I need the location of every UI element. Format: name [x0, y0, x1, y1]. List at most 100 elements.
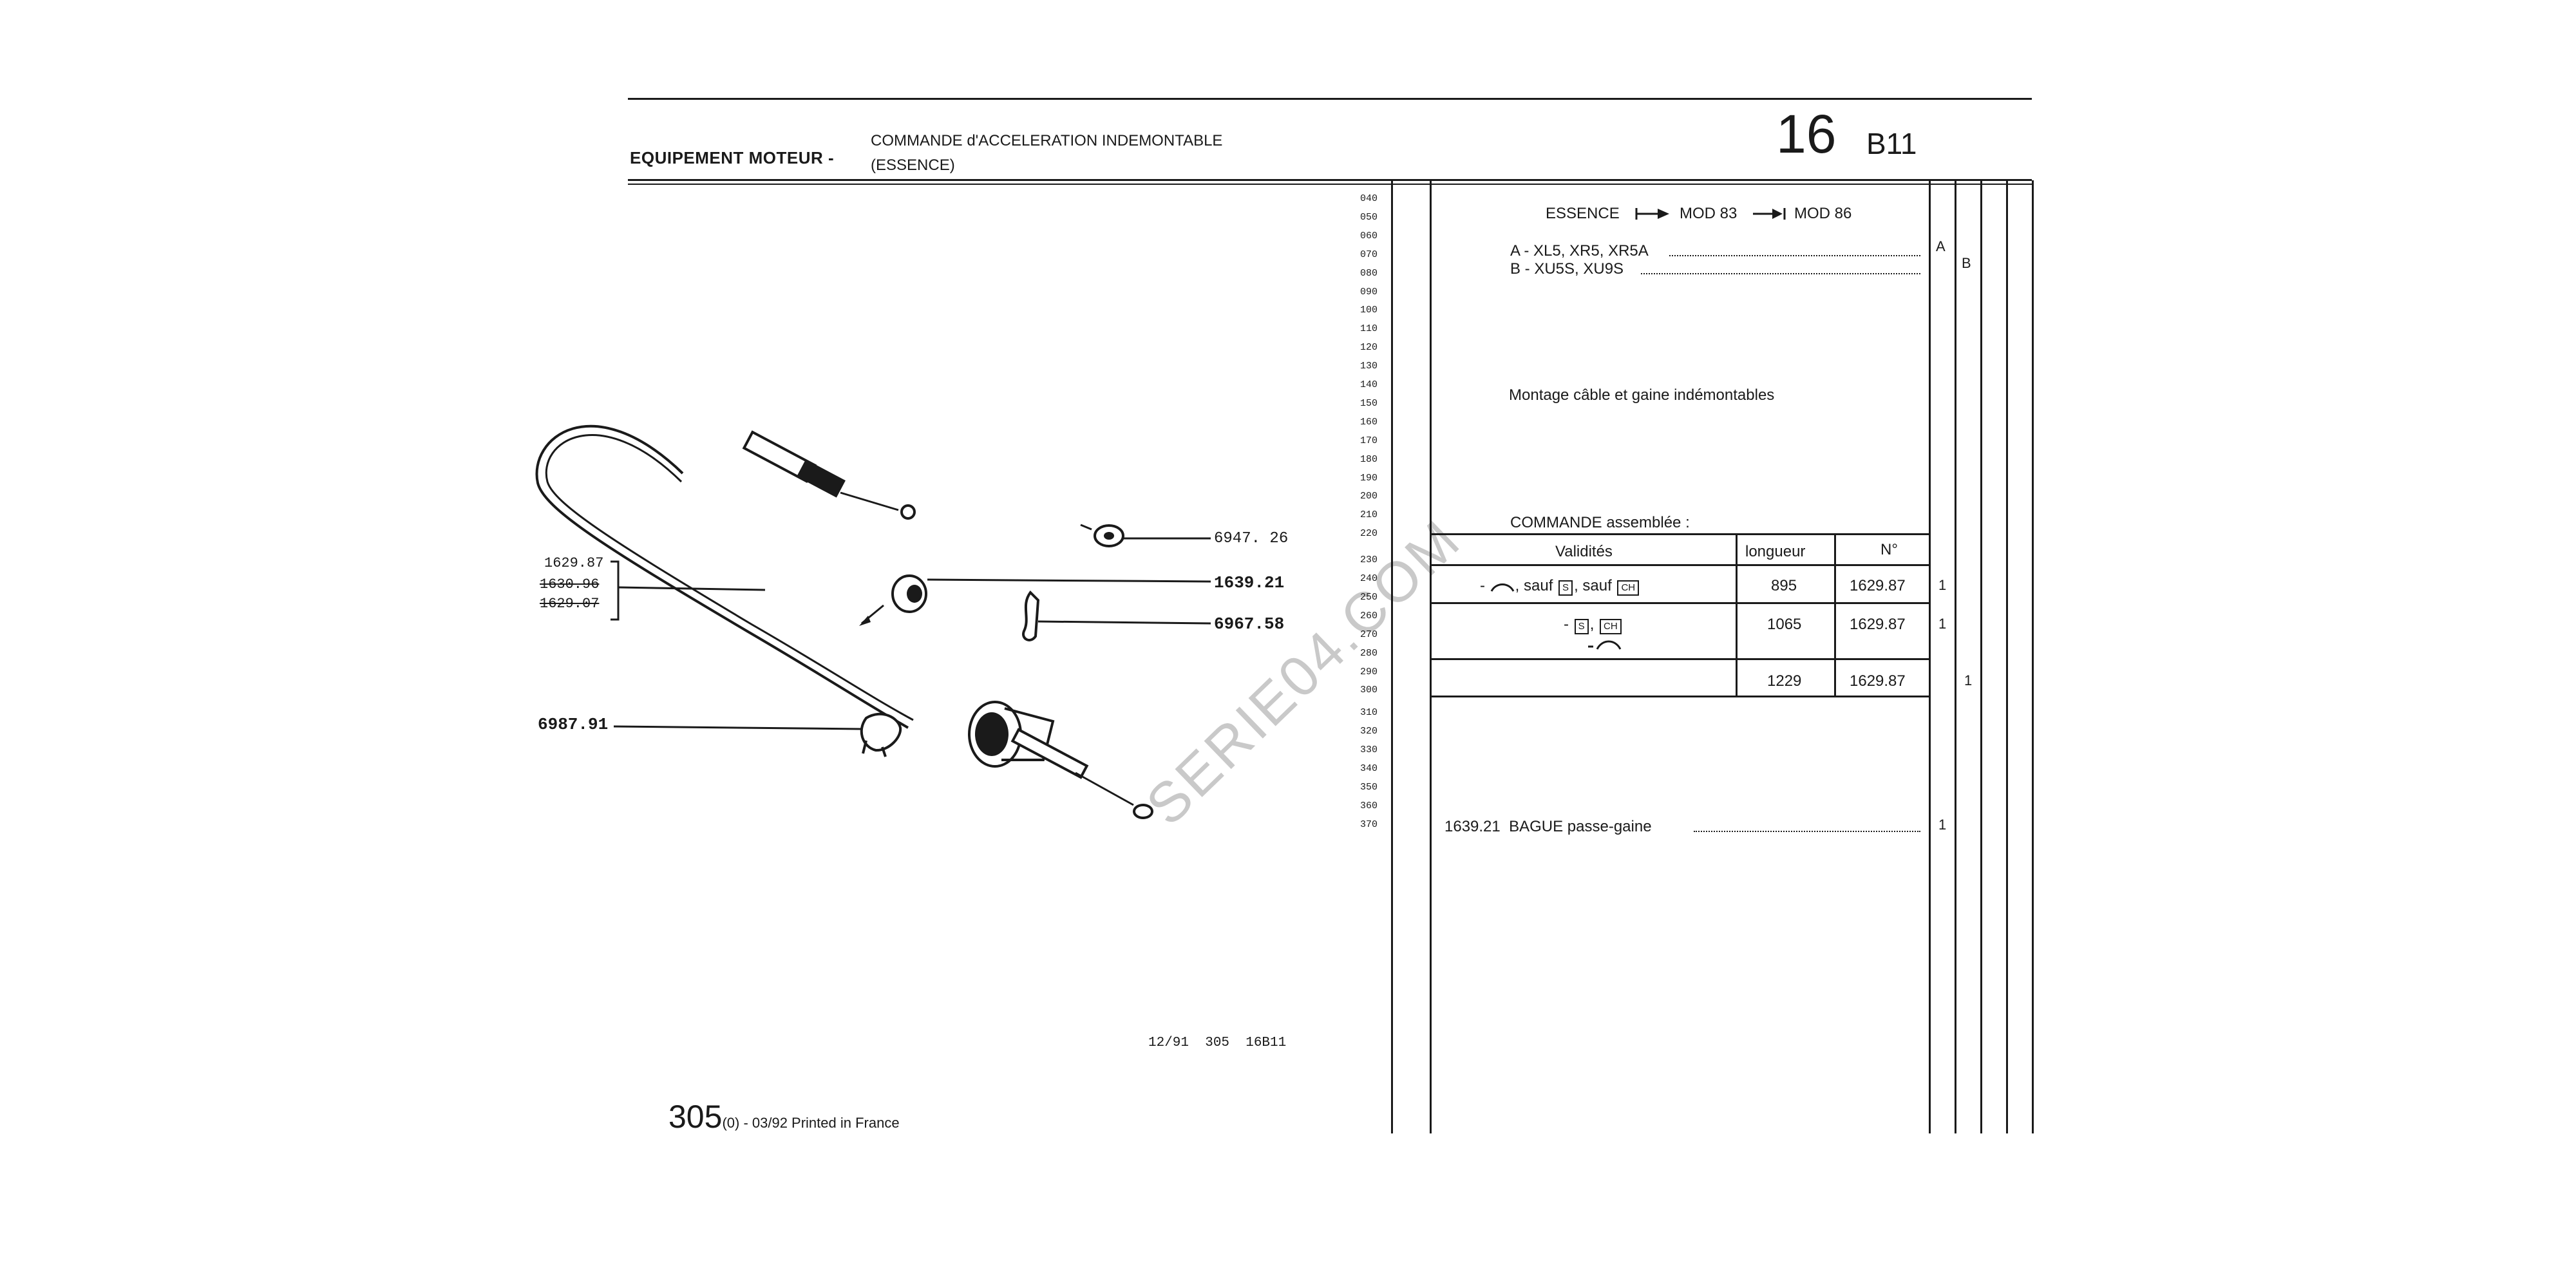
line-number: 110 [1360, 323, 1378, 335]
group-number: 16 [1776, 104, 1837, 164]
leader-6967 [1037, 620, 1211, 625]
row1-box-s: S [1558, 580, 1573, 596]
row1-sauf2: , sauf [1574, 577, 1612, 594]
line-number: 280 [1360, 647, 1378, 659]
qty-rule-3 [1980, 180, 1982, 1133]
clip-6967 [1022, 590, 1040, 641]
row2-box-s: S [1574, 619, 1589, 634]
arrow-to-icon [1753, 208, 1786, 220]
variant-b: B - XU5S, XU9S [1510, 260, 1624, 278]
bague-qty: 1 [1938, 817, 1947, 833]
upper-inner-cable [840, 491, 899, 511]
table-header-validites: Validités [1555, 543, 1613, 560]
column-b-header: B [1962, 255, 1971, 271]
line-number: 220 [1360, 528, 1378, 540]
line-number: 040 [1360, 193, 1378, 204]
commande-heading: COMMANDE assemblée : [1510, 514, 1690, 531]
header-section: EQUIPEMENT MOTEUR - [630, 148, 835, 167]
table-row-3-no: 1629.87 [1850, 672, 1906, 690]
table-header-longueur: longueur [1745, 543, 1806, 560]
table-header-no: N° [1880, 541, 1898, 558]
table-row3-rule [1431, 696, 1929, 697]
line-number: 090 [1360, 286, 1378, 298]
diagram-footer-code: 12/91 305 16B11 [1148, 1036, 1287, 1050]
cable-sheath [535, 424, 909, 729]
header-top-rule [628, 98, 2032, 100]
table-col-rule-2 [1834, 533, 1836, 697]
clamp-6987 [860, 712, 902, 752]
line-number: 170 [1360, 435, 1378, 446]
leader-bracket [618, 586, 766, 591]
qty-rule-4 [2006, 180, 2008, 1133]
line-number: 080 [1360, 267, 1378, 279]
line-number: 250 [1360, 591, 1378, 603]
mod-to: MOD 86 [1794, 205, 1852, 222]
line-number: 370 [1360, 819, 1378, 830]
variant-a: A - XL5, XR5, XR5A [1510, 242, 1649, 260]
linenum-rule-left [1391, 180, 1393, 1133]
line-number: 270 [1360, 629, 1378, 640]
row2-sep: , [1589, 616, 1595, 633]
bracket-label-a: 1629.87 [544, 555, 604, 571]
table-row-3-longueur: 1229 [1767, 672, 1802, 690]
line-number: 300 [1360, 685, 1378, 696]
bague-item: 1639.21 BAGUE passe-gaine [1444, 818, 1652, 835]
line-number: 230 [1360, 554, 1378, 566]
table-row-2-longueur: 1065 [1767, 616, 1802, 633]
line-number: 180 [1360, 453, 1378, 465]
line-number: 130 [1360, 361, 1378, 372]
line-number: 320 [1360, 726, 1378, 737]
table-row-2-no: 1629.87 [1850, 616, 1906, 633]
row2-prefix: - [1564, 616, 1569, 633]
row1-box-ch: CH [1617, 580, 1640, 596]
header-bottom-rule [628, 179, 2032, 181]
row2-box-ch: CH [1600, 619, 1622, 634]
line-number: 100 [1360, 305, 1378, 316]
page-footer-text: (0) - 03/92 Printed in France [722, 1115, 900, 1131]
line-number: 210 [1360, 509, 1378, 521]
ref-label-6947: 6947. 26 [1214, 530, 1289, 547]
table-row-1-no: 1629.87 [1850, 577, 1906, 594]
line-number: 190 [1360, 472, 1378, 484]
lower-adjuster-clip [1001, 707, 1055, 761]
arc-icon [1490, 583, 1515, 592]
row1-sauf1: , sauf [1515, 577, 1553, 594]
line-number: 360 [1360, 800, 1378, 811]
essence-label: ESSENCE [1546, 205, 1620, 222]
line-number: 340 [1360, 763, 1378, 774]
qty-rule-1 [1929, 180, 1931, 1133]
row1-prefix: - [1480, 577, 1485, 594]
bracket-label-c: 1629.07 [540, 596, 600, 612]
lower-adjuster-face [975, 712, 1009, 756]
table-row1-rule [1431, 602, 1929, 604]
table-col-rule-1 [1736, 533, 1738, 697]
lower-cable-nipple [1133, 804, 1153, 819]
line-number: 120 [1360, 342, 1378, 354]
bague-leader [1694, 831, 1920, 832]
table-top-rule [1431, 533, 1929, 535]
ref-label-6967: 6967.58 [1214, 614, 1285, 634]
montage-note: Montage câble et gaine indémontables [1509, 386, 1775, 404]
line-number: 350 [1360, 781, 1378, 793]
table-row-1-longueur: 895 [1771, 577, 1797, 594]
variant-b-leader [1641, 273, 1920, 274]
line-number: 160 [1360, 416, 1378, 428]
line-number: 150 [1360, 397, 1378, 409]
ref-label-1639: 1639.21 [1214, 573, 1285, 592]
upper-end-collar [797, 459, 846, 498]
table-row-3-qty-b: 1 [1964, 672, 1973, 688]
cable-sheath-inner [545, 434, 914, 721]
qty-rule-5 [2032, 180, 2034, 1133]
linenum-rule-right [1430, 180, 1432, 1133]
line-number: 200 [1360, 491, 1378, 502]
lower-threaded-rod [1010, 728, 1089, 779]
line-number: 060 [1360, 230, 1378, 242]
ref-label-6987: 6987.91 [538, 715, 609, 734]
leader-6987 [613, 725, 862, 730]
subgroup-code: B11 [1866, 127, 1917, 160]
line-number: 330 [1360, 744, 1378, 756]
column-a-header: A [1936, 238, 1946, 254]
line-number: 260 [1360, 610, 1378, 621]
row2-arc-icon [1588, 640, 1622, 650]
line-number: 050 [1360, 211, 1378, 223]
